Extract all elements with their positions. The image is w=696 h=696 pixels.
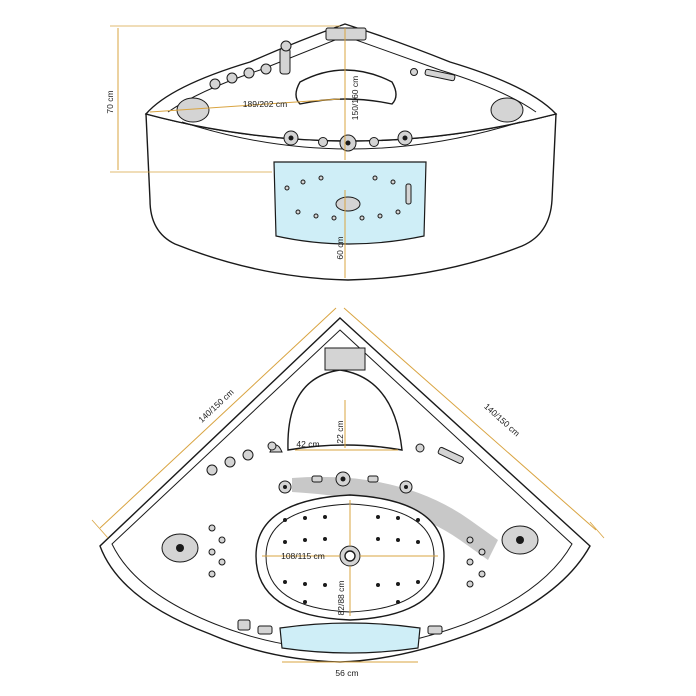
dimension-lines-plan xyxy=(91,307,605,663)
label-basin-length: 108/115 cm xyxy=(281,551,325,561)
control-panel-plan xyxy=(324,347,366,371)
front-jets xyxy=(283,130,413,152)
shower-head xyxy=(280,40,292,52)
faucet xyxy=(279,47,291,75)
label-basin-width: 82/88 cm xyxy=(336,581,346,616)
label-length-side: 189/202 cm xyxy=(243,99,287,109)
drain xyxy=(339,545,361,567)
channel-jets xyxy=(278,471,413,494)
speaker-grille xyxy=(424,68,456,82)
label-height: 70 cm xyxy=(105,90,115,113)
control-knobs-front xyxy=(209,63,272,90)
side-jets-left xyxy=(208,524,226,578)
label-step-width: 56 cm xyxy=(335,668,358,678)
basin-jets xyxy=(283,515,420,604)
side-jets-right xyxy=(466,536,486,588)
front-step xyxy=(279,622,421,654)
speaker-plan xyxy=(437,446,464,464)
label-front-window: 60 cm xyxy=(335,236,345,259)
backrest-front xyxy=(295,69,397,105)
label-right-edge: 140/150 cm xyxy=(482,401,522,438)
shaded-channel xyxy=(292,476,498,560)
plan-view xyxy=(91,307,605,663)
control-panel-top xyxy=(325,27,367,41)
label-left-edge: 140/150 cm xyxy=(196,387,235,425)
small-knob-plan xyxy=(415,443,425,453)
label-depth: 150/160 cm xyxy=(350,76,360,120)
window-jets xyxy=(284,175,412,221)
small-knob-right xyxy=(410,68,418,76)
label-seat-depth: 22 cm xyxy=(335,420,345,443)
pillow-right-front xyxy=(490,97,524,123)
step-handles xyxy=(237,619,443,635)
dimension-lines-front xyxy=(110,25,346,278)
label-seat-width: 42 cm xyxy=(296,439,319,449)
front-view xyxy=(110,23,558,281)
control-knobs-plan xyxy=(206,441,283,476)
